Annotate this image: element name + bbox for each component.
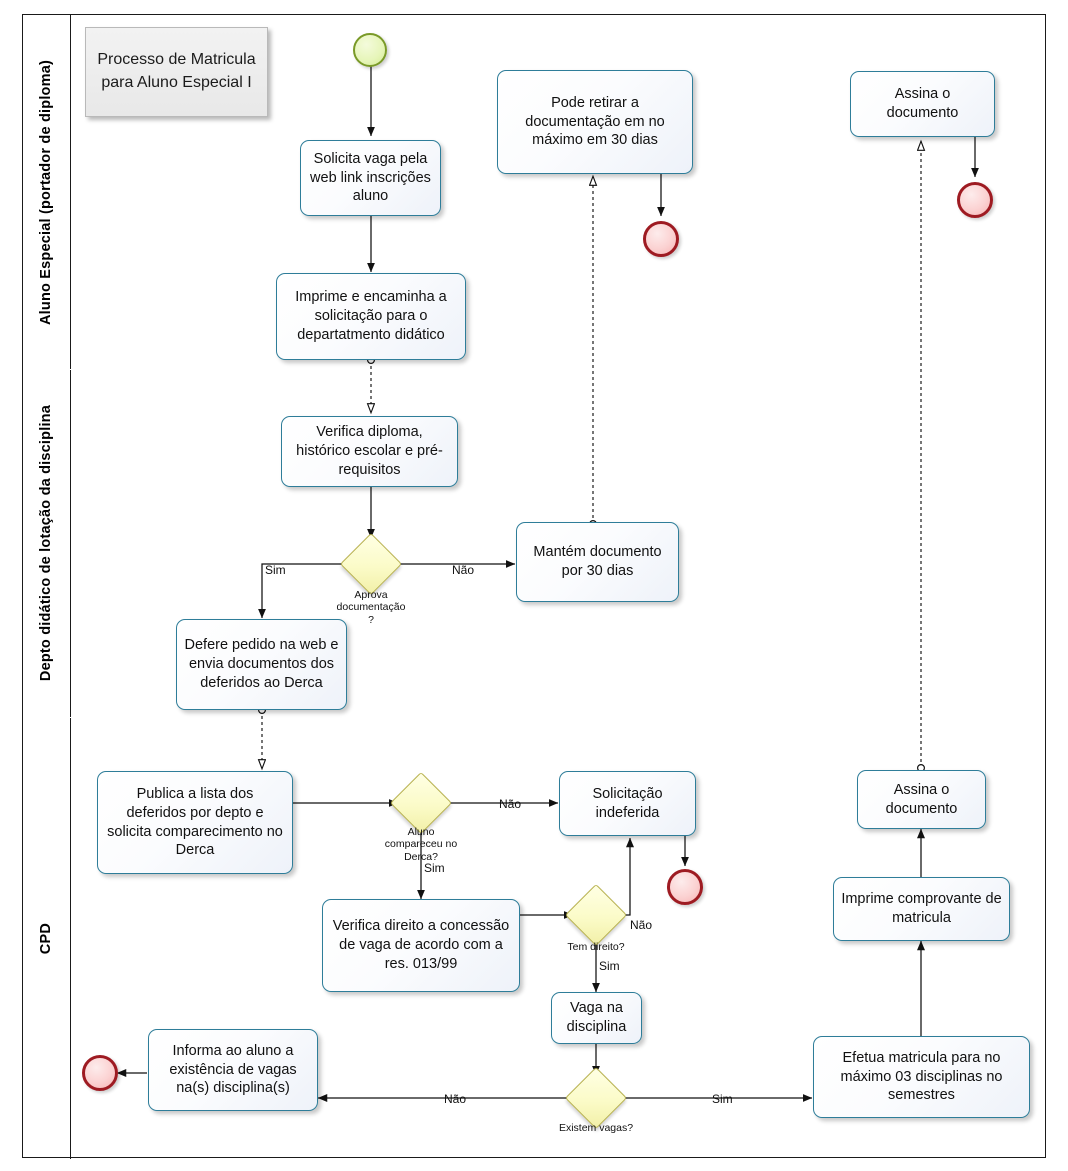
edge-label-direito-sim: Sim xyxy=(599,959,620,973)
end-event-retirada[interactable] xyxy=(643,221,679,257)
lane-cpd-label: CPD xyxy=(38,922,55,955)
task-imprime-encaminha[interactable]: Imprime e encaminha a solicitação para o… xyxy=(276,273,466,360)
task-pode-retirar-documentacao[interactable]: Pode retirar a documentação em no máximo… xyxy=(497,70,693,174)
task-publica-lista[interactable]: Publica a lista dos deferidos por depto … xyxy=(97,771,293,874)
lane-aluno-label: Aluno Especial (portador de diploma) xyxy=(38,59,55,325)
lane-cpd-header: CPD xyxy=(23,718,71,1159)
gateway-aprova-documentacao-label: Aprova documentação ? xyxy=(336,589,406,626)
lane-depto-label: Depto didático de lotação da disciplina xyxy=(38,405,55,682)
edge-label-vagas-nao: Não xyxy=(444,1092,467,1106)
diagram-title: Processo de Matricula para Aluno Especia… xyxy=(85,27,268,117)
task-solicitacao-indeferida[interactable]: Solicitação indeferida xyxy=(559,771,696,836)
end-event-assina-aluno[interactable] xyxy=(957,182,993,218)
task-efetua-matricula[interactable]: Efetua matricula para no máximo 03 disci… xyxy=(813,1036,1030,1118)
edge-label-aprova-nao: Não xyxy=(452,563,475,577)
task-vaga-na-disciplina[interactable]: Vaga na disciplina xyxy=(551,992,642,1044)
task-imprime-comprovante[interactable]: Imprime comprovante de matricula xyxy=(833,877,1010,941)
task-assina-documento-aluno[interactable]: Assina o documento xyxy=(850,71,995,137)
task-verifica-diploma[interactable]: Verifica diploma, histórico escolar e pr… xyxy=(281,416,458,487)
edge-label-compareceu-nao: Não xyxy=(499,797,522,811)
edge-label-direito-nao: Não xyxy=(630,918,653,932)
gateway-tem-direito-label: Tem direito? xyxy=(567,941,625,953)
lane-aluno-header: Aluno Especial (portador de diploma) xyxy=(23,15,71,369)
task-defere-pedido[interactable]: Defere pedido na web e envia documentos … xyxy=(176,619,347,710)
task-solicita-vaga[interactable]: Solicita vaga pela web link inscrições a… xyxy=(300,140,441,216)
task-verifica-direito[interactable]: Verifica direito a concessão de vaga de … xyxy=(322,899,520,992)
task-informa-aluno[interactable]: Informa ao aluno a existência de vagas n… xyxy=(148,1029,318,1111)
process-pool: Aluno Especial (portador de diploma) Dep… xyxy=(22,14,1046,1159)
end-event-informa-aluno[interactable] xyxy=(82,1055,118,1091)
task-mantem-documento[interactable]: Mantém documento por 30 dias xyxy=(516,522,679,602)
task-assina-documento-cpd[interactable]: Assina o documento xyxy=(857,770,986,829)
lane-depto-header: Depto didático de lotação da disciplina xyxy=(23,370,71,717)
edge-label-vagas-sim: Sim xyxy=(712,1092,733,1106)
gateway-existem-vagas-label: Existem vagas? xyxy=(558,1122,634,1134)
start-event[interactable] xyxy=(353,33,387,67)
end-event-indeferida[interactable] xyxy=(667,869,703,905)
gateway-aluno-compareceu-label: Aluno compareceu no Derca? xyxy=(384,826,458,863)
edge-label-aprova-sim: Sim xyxy=(265,563,286,577)
edge-label-compareceu-sim: Sim xyxy=(424,861,445,875)
